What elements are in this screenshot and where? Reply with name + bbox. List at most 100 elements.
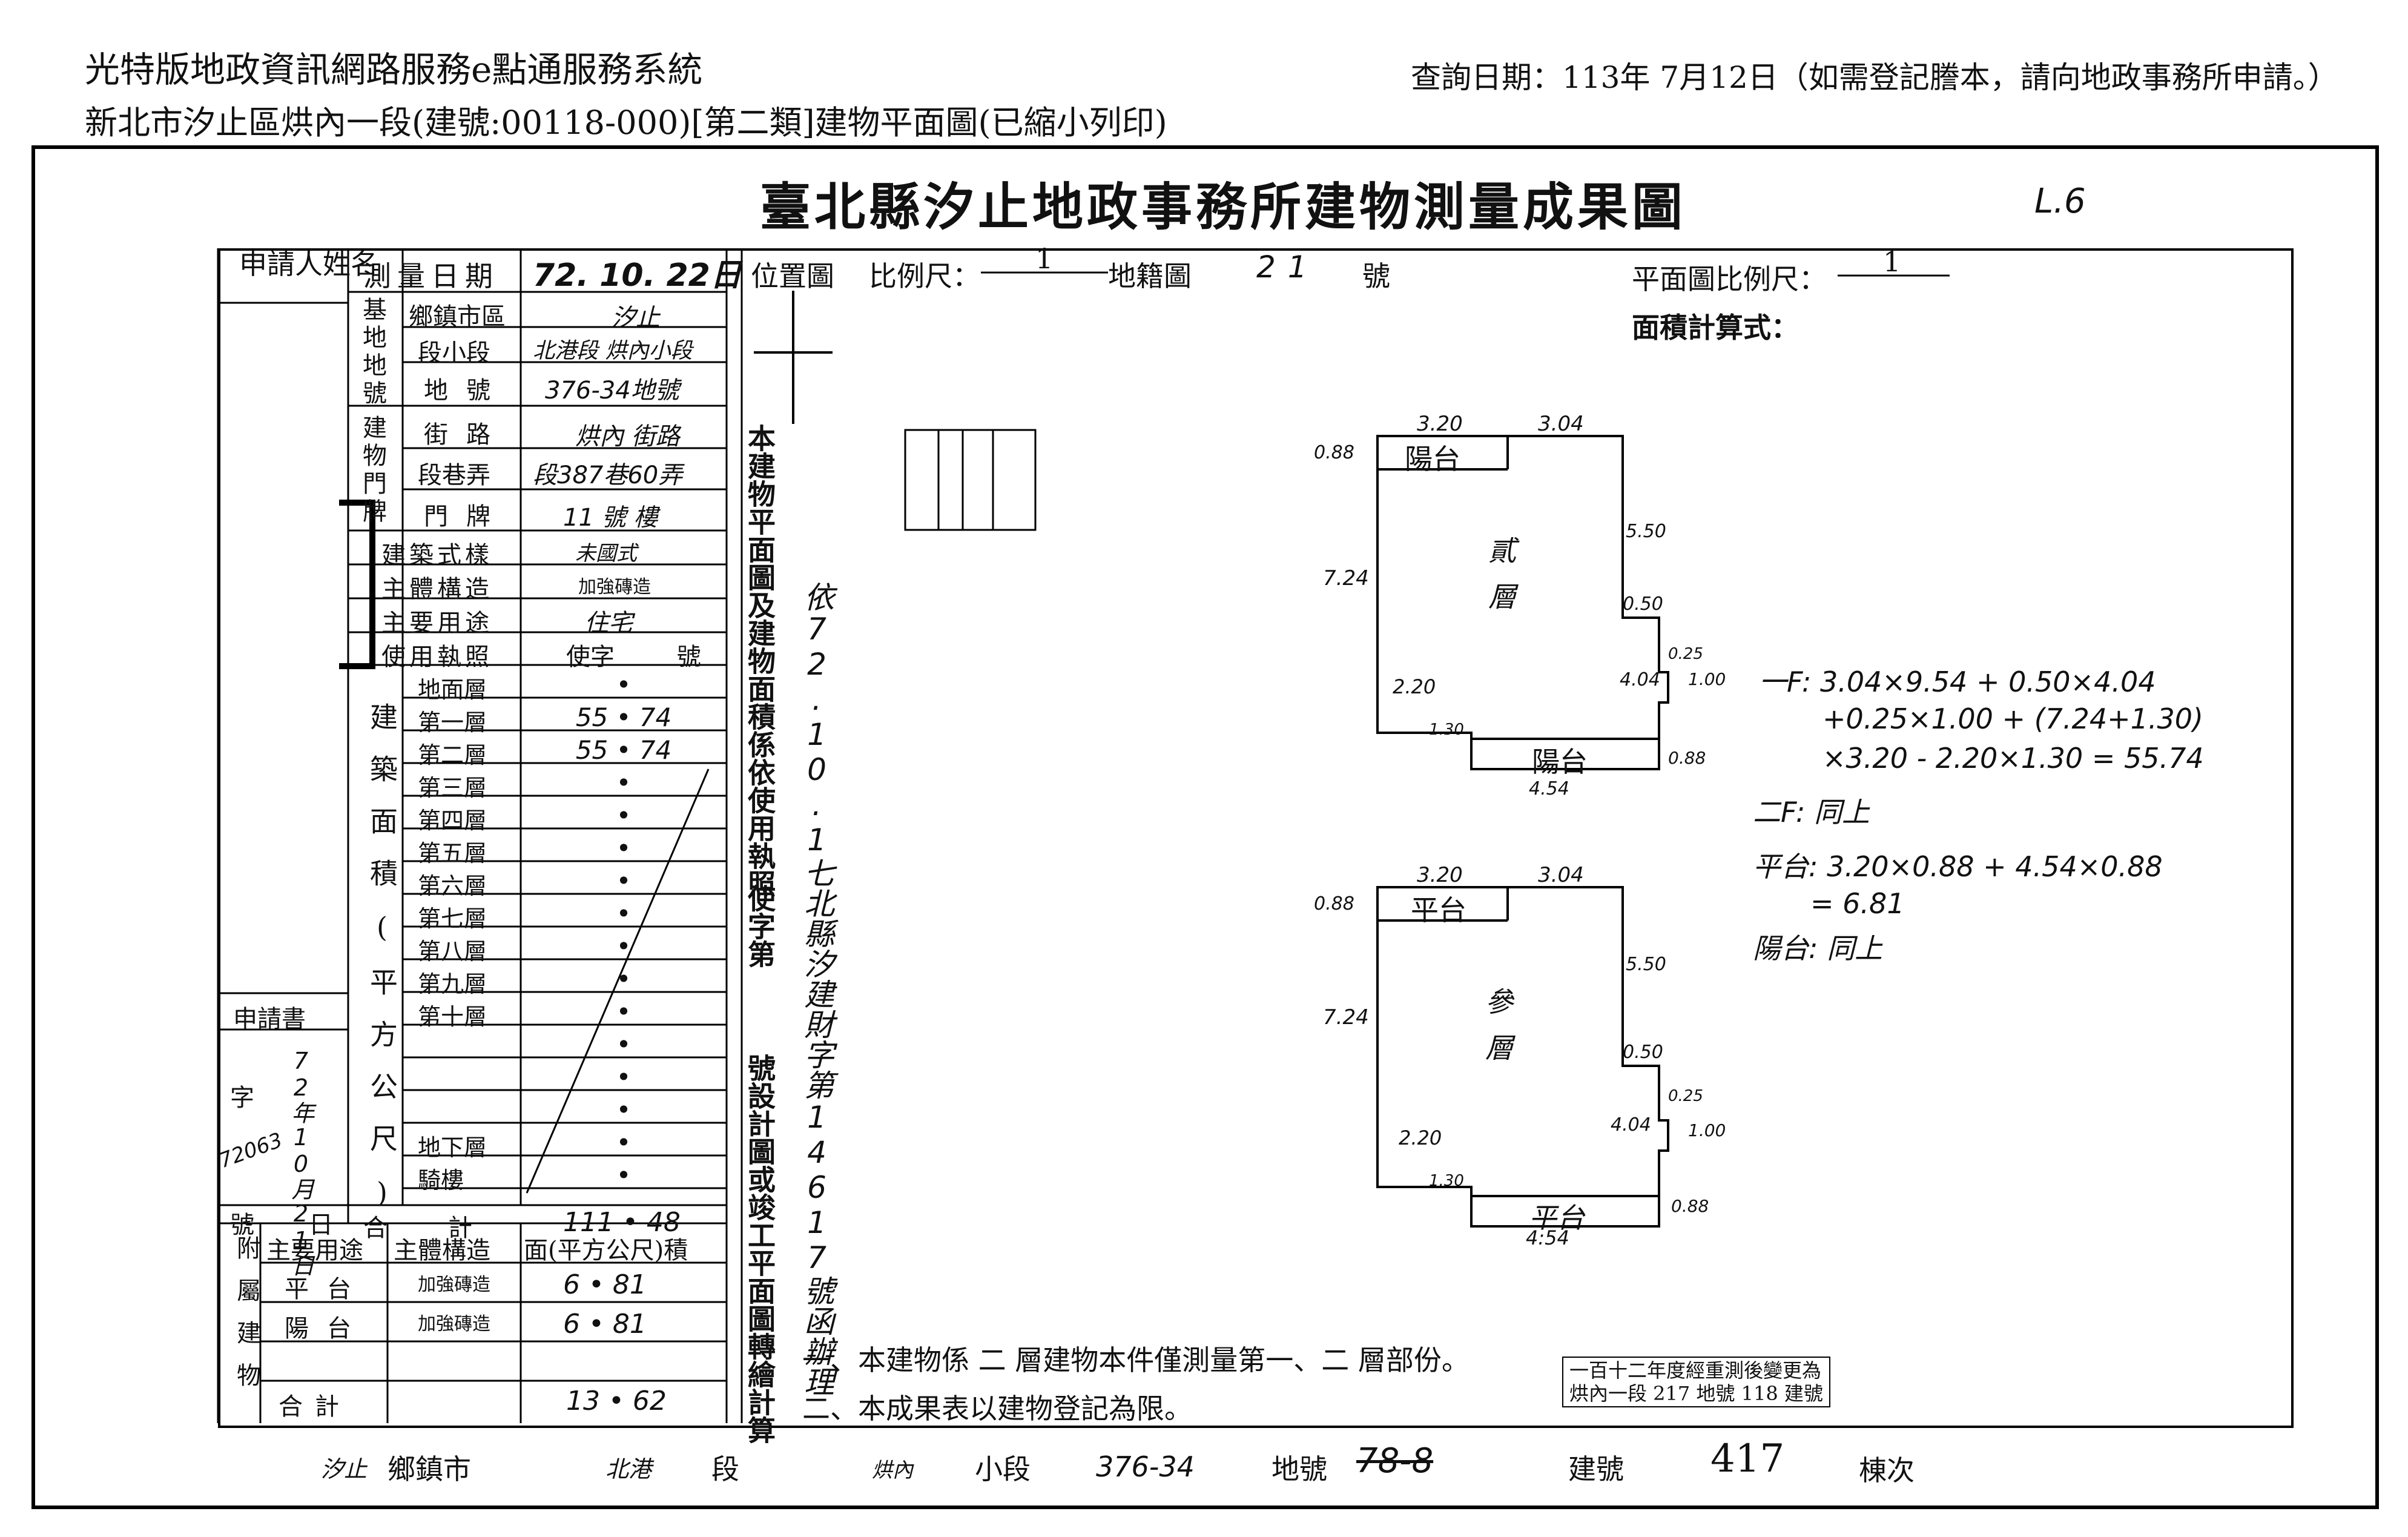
total-label: 合計 [363,1214,533,1242]
p1-dim-bottom-left: 2.20 [1393,675,1436,698]
structure-value: 加強磚造 [578,577,651,598]
note-2: 二、本成果表以建物登記為限。 [802,1392,1192,1425]
floor-area-value: • [616,964,632,994]
p1-dim-left-top: 0.88 [1314,442,1354,463]
p2-dim-notch: 1.30 [1429,1172,1464,1190]
survey-date-label: 測量日期 [363,260,499,293]
sheet-suffix: 號 [1362,260,1390,293]
note-1: 一、本建物係 二 層建物本件僅測量第一、二 層部份。 [802,1344,1470,1377]
structure-label: 主體構造 [381,575,493,603]
calc-line: ×3.20 - 2.20×1.30 = 55.74 [1822,742,2204,775]
attached-label: 附屬建物 [233,1235,260,1405]
footer-subsection-hand: 烘內 [872,1458,913,1482]
floor-area-value: • [616,899,632,928]
section-label: 段小段 [418,339,490,367]
floor-name: 第八層 [418,938,487,965]
calc-line: 平台: 3.20×0.88 + 4.54×0.88 [1753,850,2163,883]
location-label: 位置圖 [751,260,834,293]
floor-area-value: • [616,833,632,863]
footer-township-hand: 汐止 [321,1456,368,1482]
p1-balcony-bottom: 陽台 [1532,745,1588,778]
calc-line: 陽台: 同上 [1753,932,1883,965]
p2-dim-right-upper: 5.50 [1626,954,1666,975]
footer-bldg-label: 建號 [1568,1453,1624,1486]
floor-name: 地面層 [418,676,487,703]
app-date-label: 日 [309,1211,333,1239]
sheet-number: 21 [1256,250,1319,285]
lane-label: 段巷弄 [418,461,490,489]
lot-label: 地號 [424,377,509,405]
plan-scale-numerator: 1 [1883,245,1901,278]
calc-line: 二F: 同上 [1753,796,1870,828]
document-frame [31,145,2379,1509]
app-word-label: 字 [230,1084,254,1112]
township-value: 汐止 [612,304,660,332]
p2-dim-top-left: 3.20 [1417,863,1463,887]
p2-dim-right-lower: 4.04 [1611,1114,1651,1135]
number-value: 11 號 樓 [563,504,658,532]
app-number-label: 號 [230,1211,254,1239]
use-label: 主要用途 [381,609,493,637]
lane-value: 段387巷60弄 [533,461,683,489]
footer-section-label: 段 [711,1453,739,1486]
floor-name: 第二層 [418,742,487,768]
p2-dim-left: 7.24 [1323,1005,1369,1030]
floor-name: 第四層 [418,807,487,834]
calc-line: +0.25×1.00 + (7.24+1.30) [1822,702,2203,735]
calc-line: = 6.81 [1810,887,1905,920]
revision-stamp-line-2: 烘內一段 217 地號 118 建號 [1569,1382,1823,1405]
p2-dim-top-right: 3.04 [1538,863,1584,887]
revision-stamp: 一百十二年度經重測後變更為 烘內一段 217 地號 118 建號 [1562,1357,1830,1407]
total-value: 111 • 48 [563,1207,681,1238]
document-subtitle: 新北市汐止區烘內一段(建號:00118-000)[第二類]建物平面圖(已縮小列印… [85,104,1167,142]
attached-total-label: 合計 [279,1393,351,1421]
floor-area-value: • [616,1030,632,1059]
attached-head-use: 主要用途 [266,1237,363,1264]
footer-lot-struck: 78-8 [1356,1441,1434,1481]
attached-struct: 加強磚造 [418,1274,490,1295]
p2-platform-top: 平台 [1411,894,1466,927]
attached-use: 平台 [285,1275,369,1303]
door-label: 建物門牌 [358,415,386,526]
p2-room-label: 參層 [1481,987,1514,1079]
floor-name: 第十層 [418,1003,487,1030]
p1-dim-top-left: 3.20 [1417,412,1463,436]
footer-section-hand: 北港 [605,1456,652,1482]
formula-label: 面積計算式： [1632,311,1799,344]
floor-name: 第三層 [418,775,487,801]
floor-area-value: • [616,1128,632,1157]
number-label: 門牌 [424,503,509,531]
query-date: 查詢日期：113年 7月12日（如需登記謄本，請向地政事務所申請。） [1411,60,2338,95]
attached-struct: 加強磚造 [418,1314,490,1335]
floor-name: 第七層 [418,905,487,932]
area-label: 建築面積(平方公尺) [366,702,398,1233]
p2-dim-bottom-left: 2.20 [1399,1126,1442,1149]
p2-dim-bottom-right: 0.88 [1671,1196,1709,1216]
style-label: 建築式樣 [381,541,493,569]
floor-area-value: 55 • 74 [575,735,672,765]
township-label: 鄉鎮市區 [409,303,506,331]
attached-area: 6 • 81 [563,1309,647,1340]
p2-platform-bottom: 平台 [1529,1202,1585,1234]
floor-name: 第一層 [418,709,487,736]
p1-dim-right-upper: 5.50 [1626,521,1666,542]
app-date-hand: 72年10月21日 [288,1048,314,1277]
note-vertical-3: 號設計圖或竣工平面圖轉繪計算 [744,1054,776,1444]
attached-total-value: 13 • 62 [566,1386,667,1416]
survey-sheet [218,248,2294,1428]
floor-area-value: • [616,1062,632,1092]
p1-dim-bottom-right: 0.88 [1668,748,1706,768]
floor-area-value: • [616,997,632,1026]
floor-area-value: • [616,768,632,798]
floor-area-value: • [616,866,632,896]
floor-name: 第九層 [418,971,487,997]
note-vertical-1: 本建物平面圖及建物面積係依使用執照 [744,424,776,897]
attached-area: 6 • 81 [563,1269,647,1300]
footer-township-label: 鄉鎮市 [388,1453,471,1486]
footer-subsection-label: 小段 [975,1453,1031,1486]
floor-area-value: • [616,801,632,830]
p2-dim-step3: 1.00 [1688,1120,1726,1140]
street-value: 烘內 街路 [575,423,680,451]
note-vertical-2: 使字第 [744,884,776,968]
